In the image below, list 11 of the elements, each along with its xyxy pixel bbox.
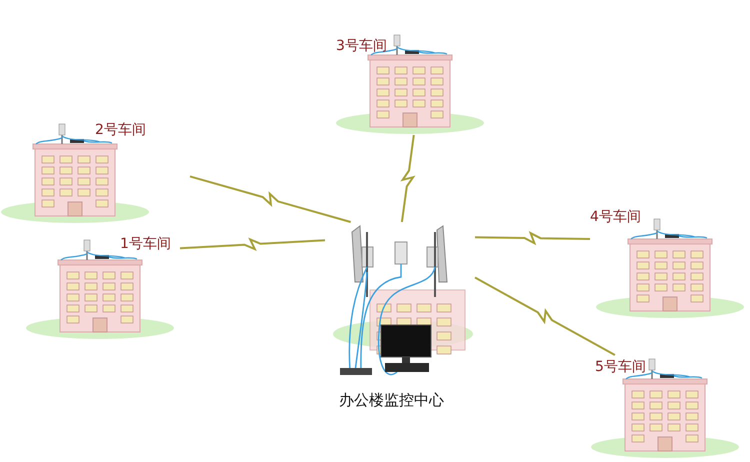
wireless-link (190, 175, 351, 223)
workshop-label: 3号车间 (336, 38, 387, 55)
center-label: 办公楼监控中心 (339, 392, 444, 409)
workshop-label: 1号车间 (120, 236, 171, 253)
wireless-link (400, 134, 416, 222)
wireless-link (474, 231, 590, 246)
wireless-link (474, 276, 616, 356)
workshop-label: 2号车间 (95, 122, 146, 139)
wireless-link (180, 237, 326, 252)
workshop-label: 4号车间 (590, 209, 641, 226)
workshop-label: 5号车间 (595, 359, 646, 376)
